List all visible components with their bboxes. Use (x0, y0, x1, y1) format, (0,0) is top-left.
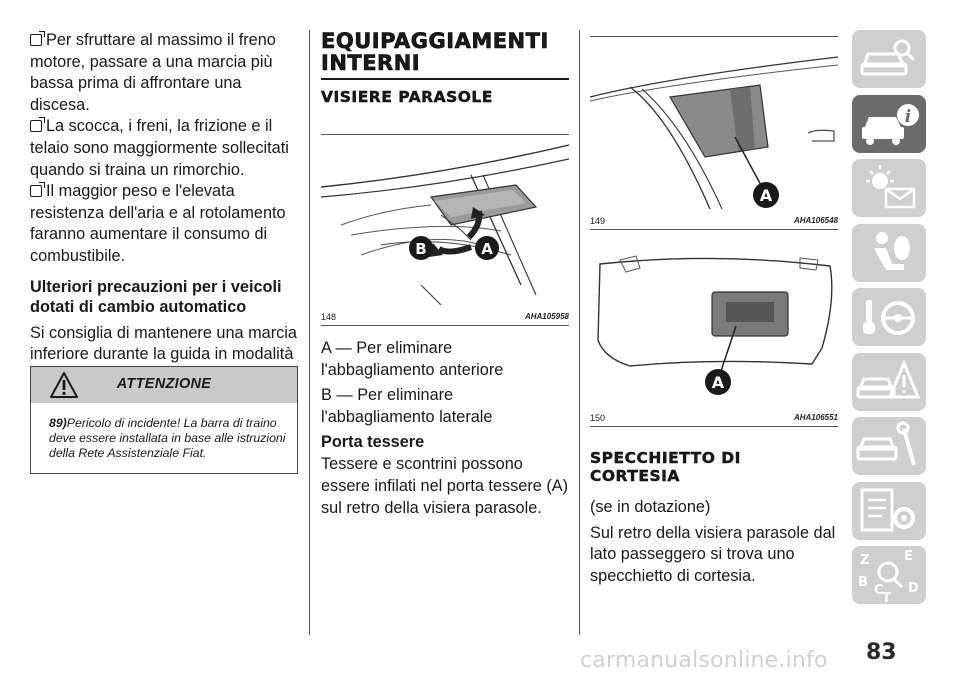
vanity-mirror-text: Sul retro della visiera parasole dal lat… (590, 523, 836, 585)
figure-code-149: AHA106548 (793, 216, 838, 225)
callout-a-fig149: A (760, 186, 773, 205)
card-holder-text: Tessere e scontrini possono essere infil… (321, 455, 569, 517)
sun-visor-illustration: B A (320, 144, 570, 306)
warning-text: 89)Pericolo di incidente! La barra di tr… (31, 403, 297, 462)
column-middle: EQUIPAGGIAMENTI INTERNI VISIERE PARASOLE… (320, 29, 570, 519)
section-heading: EQUIPAGGIAMENTI INTERNI (321, 29, 549, 75)
tab-knowing-car[interactable] (852, 30, 926, 88)
warning-title: ATTENZIONE (116, 376, 212, 392)
figure-caption-149: 149 AHA106548 (590, 214, 838, 229)
svg-text:D: D (908, 581, 919, 596)
legend-b: B — Per eliminare l'abbagliamento latera… (321, 386, 493, 426)
warning-light-envelope-icon (866, 165, 916, 209)
bullet-item-1: Per sfruttare al massimo il freno motore… (30, 31, 276, 114)
figure-number: 148 (321, 312, 337, 322)
heading-underline (321, 78, 569, 80)
warning-triangle-icon (50, 372, 78, 398)
column-divider-2 (579, 30, 580, 635)
figure-149: A 149 AHA106548 (589, 36, 839, 230)
checkbox-bullet-icon (30, 31, 45, 46)
car-wrench-icon (856, 421, 916, 466)
svg-text:Z: Z (860, 553, 869, 568)
alphabet-index-search-icon: Z E B D CT (858, 549, 919, 604)
chapter-tabs: i (852, 30, 930, 611)
car-info-icon: i (862, 103, 919, 145)
svg-text:T: T (882, 591, 891, 604)
watermark: carmanualsonline.info (580, 648, 828, 673)
figure-number-150: 150 (590, 413, 606, 423)
tab-technical-data[interactable] (852, 481, 926, 540)
car-crash-warning-icon (856, 358, 921, 398)
svg-text:C: C (874, 583, 884, 598)
warning-header: ATTENZIONE (31, 367, 297, 403)
tab-warning-lights[interactable] (852, 159, 926, 217)
key-steering-wheel-icon (863, 300, 915, 335)
figure-code: AHA105958 (524, 312, 569, 321)
figure-caption: 148 AHA105958 (321, 310, 569, 325)
figure-148: B A 148 AHA105958 (320, 134, 570, 326)
bullet-item-3: Il maggior peso e l'elevata resistenza d… (30, 182, 286, 265)
visor-mirror-car-illustration: A (589, 56, 839, 210)
checkbox-bullet-icon (30, 182, 45, 198)
column-right: A 149 AHA106548 A 150 AHA106551 SPECCHIE… (589, 30, 839, 587)
airbag-passenger-icon (874, 231, 910, 270)
tab-emergency[interactable] (852, 352, 926, 411)
svg-text:E: E (904, 549, 913, 564)
bullet-item-2: La scocca, i freni, la frizione e il tel… (30, 117, 289, 179)
warning-ref: 89) (49, 416, 67, 430)
callout-b: B (415, 240, 426, 258)
visor-back-mirror-illustration: A (597, 255, 833, 395)
tab-starting-driving[interactable] (852, 288, 926, 346)
legend-a: A — Per eliminare l'abbagliamento anteri… (321, 339, 504, 379)
page-number: 83 (866, 640, 897, 665)
car-search-icon (860, 39, 916, 76)
subheading-sun-visors: VISIERE PARASOLE (321, 88, 493, 106)
figure-150: A 150 AHA106551 (590, 230, 838, 427)
tab-maintenance[interactable] (852, 417, 926, 475)
callout-a: A (481, 240, 493, 258)
vanity-mirror-note: (se in dotazione) (590, 498, 711, 516)
column-divider-1 (309, 30, 310, 635)
warning-body: Pericolo di incidente! La barra di train… (49, 416, 286, 461)
figure-caption-150: 150 AHA106551 (590, 411, 838, 426)
subheading-automatic: Ulteriori precauzioni per i veicoli dota… (30, 277, 282, 316)
callout-a-fig150: A (712, 373, 725, 392)
vanity-mirror-heading: SPECCHIETTO DI CORTESIA (590, 449, 741, 485)
checklist-gear-icon (860, 488, 915, 531)
figure-number-149: 149 (590, 216, 606, 226)
checkbox-bullet-icon (30, 117, 45, 133)
figure-code-150: AHA106551 (793, 413, 838, 422)
tab-safety[interactable] (852, 223, 926, 282)
svg-text:i: i (905, 107, 911, 127)
warning-box: ATTENZIONE 89)Pericolo di incidente! La … (30, 366, 298, 474)
tab-dashboard-info[interactable]: i (852, 94, 926, 153)
card-holder-heading: Porta tessere (321, 433, 425, 452)
svg-text:B: B (858, 575, 868, 590)
